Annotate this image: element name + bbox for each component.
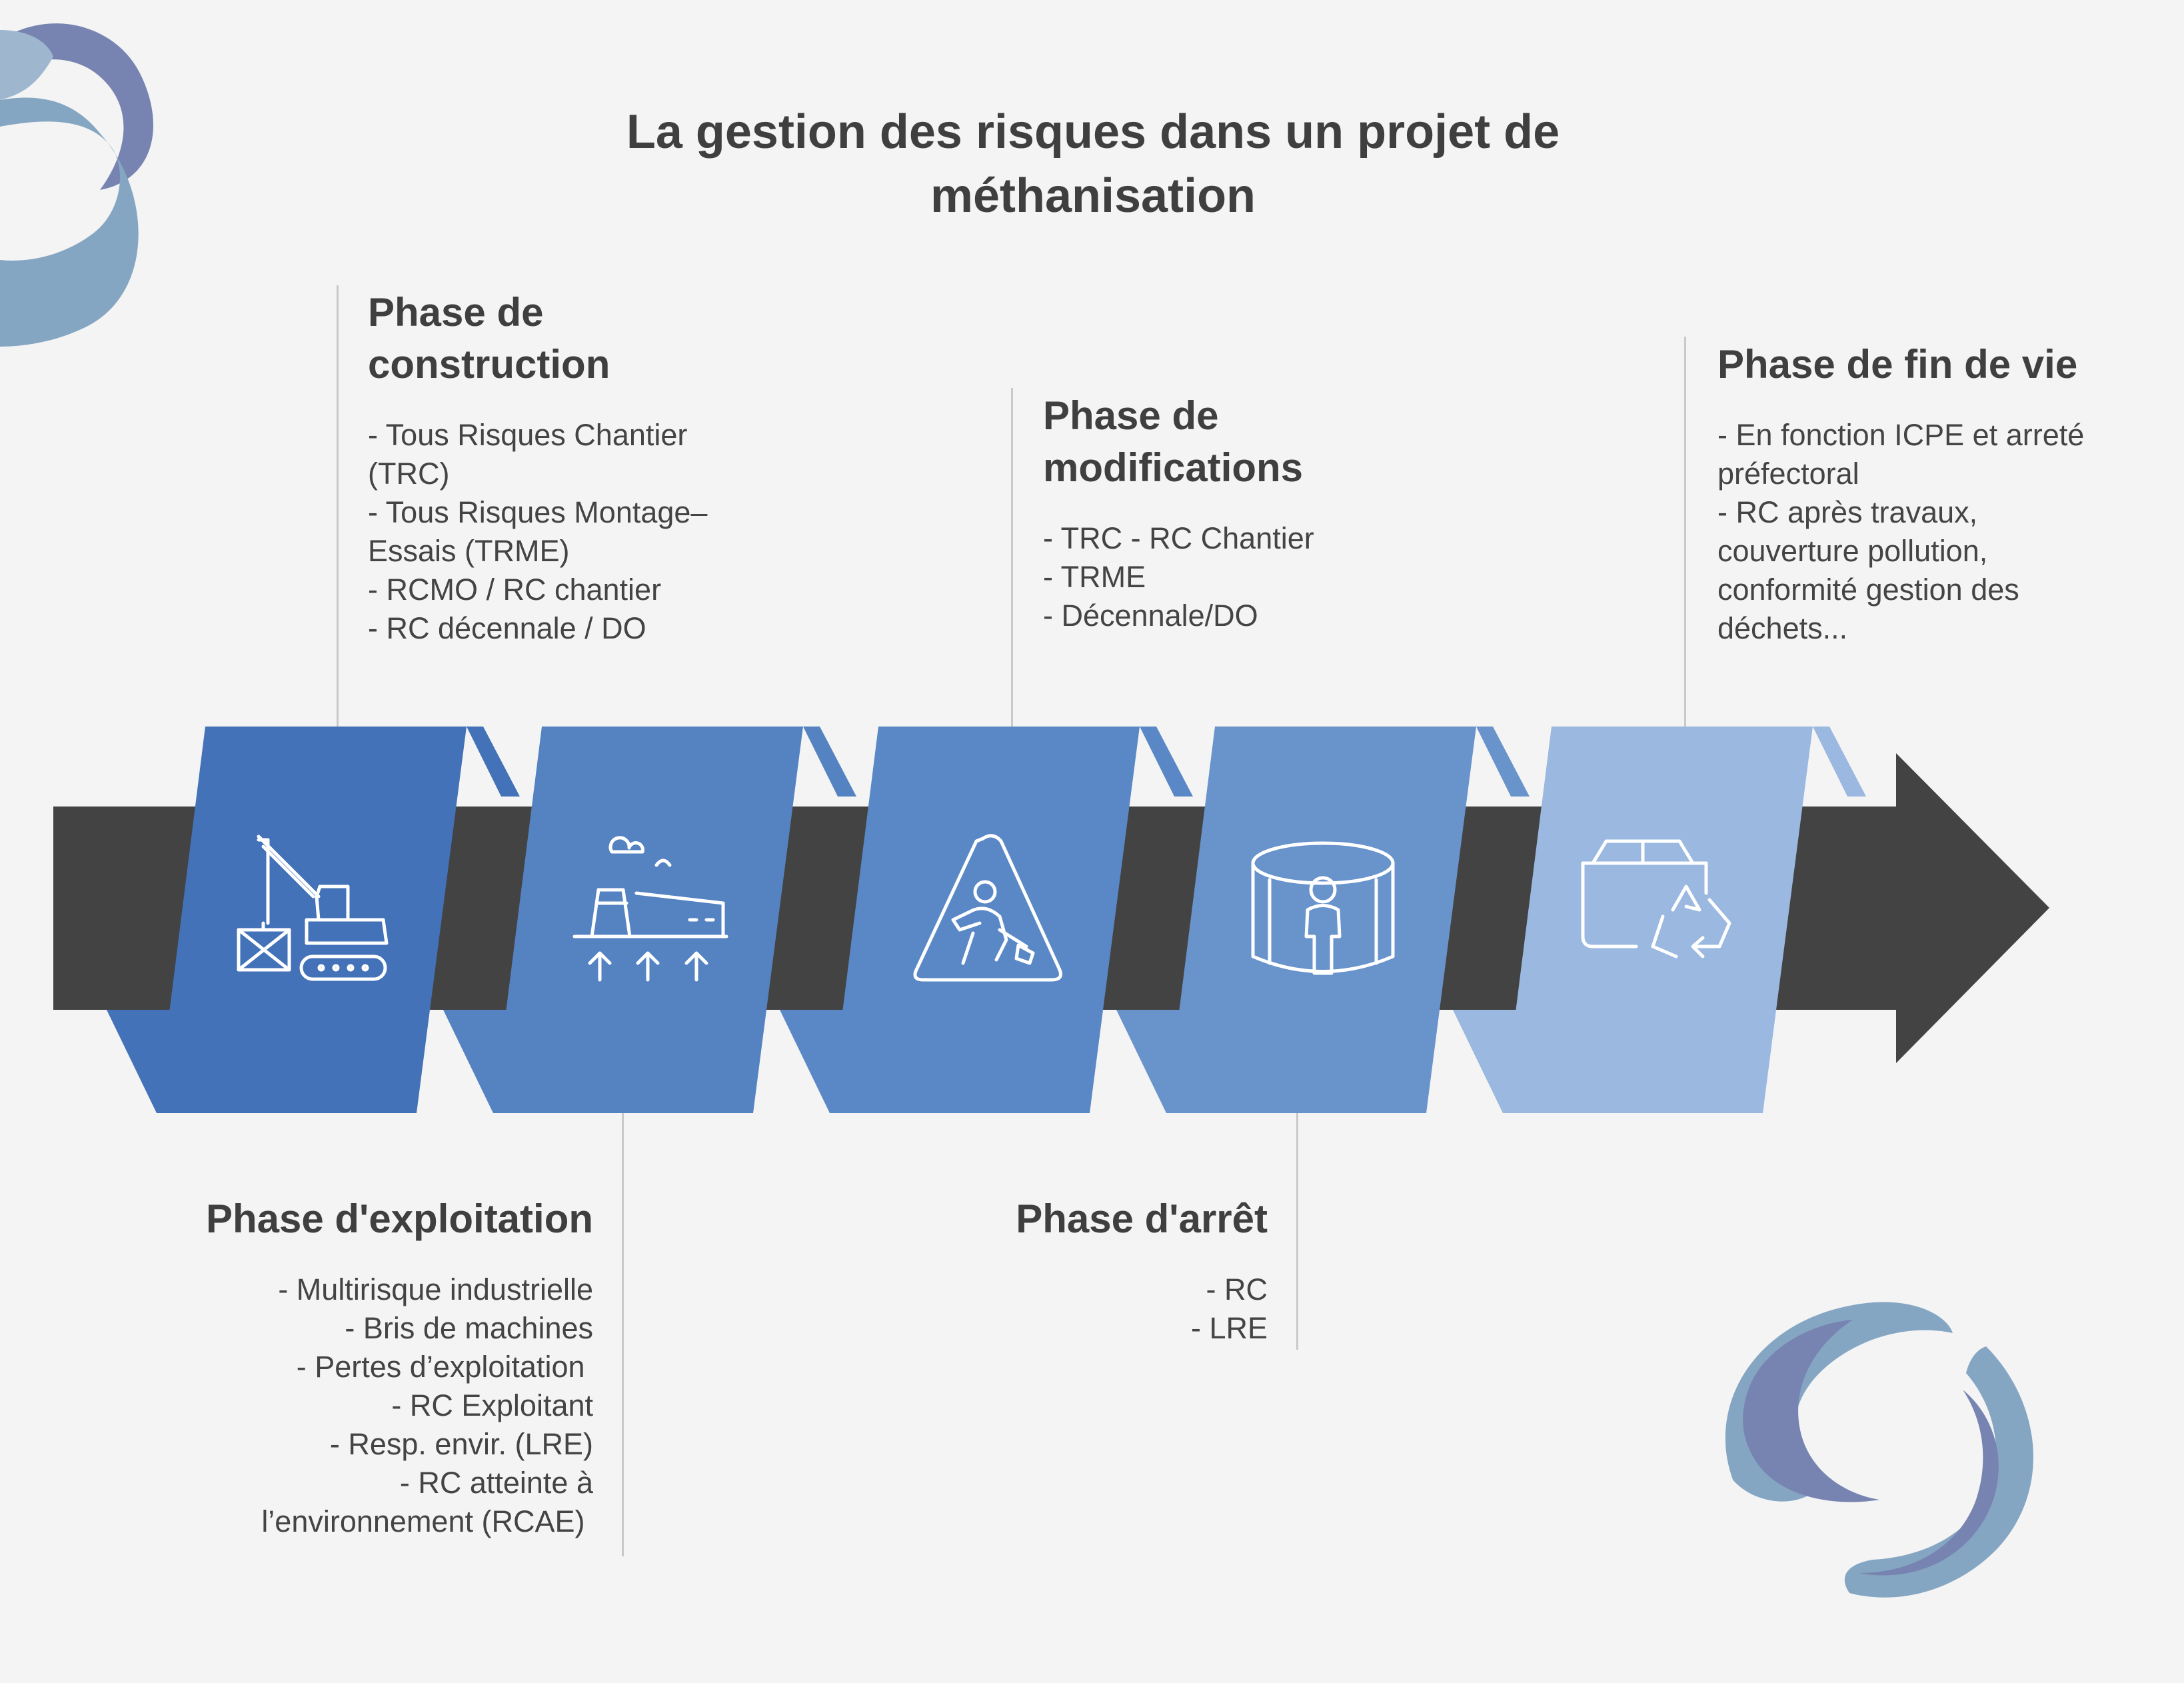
page-title-line-1: La gestion des risques dans un projet de (626, 105, 1560, 159)
list-item: (TRC) (368, 457, 450, 491)
list-item: - Tous Risques Chantier (368, 418, 688, 452)
connector-fin-de-vie (1684, 337, 1686, 727)
phase-exploitation: Phase d'exploitation - Multirisque indus… (153, 1193, 593, 1541)
list-item: - Tous Risques Montage– (368, 495, 708, 529)
list-item: - RCMO / RC chantier (368, 573, 662, 607)
list-item: - RC (1206, 1272, 1268, 1306)
list-item: Essais (TRME) (368, 534, 570, 568)
construction-crane-icon (237, 835, 389, 981)
list-item: - Multirisque industrielle (278, 1272, 593, 1306)
list-item: déchets... (1717, 611, 1848, 645)
logo-bottom-right (1725, 1302, 2033, 1598)
page-title-line-2: méthanisation (930, 169, 1256, 223)
connector-exploitation (622, 1113, 624, 1556)
phase-modifications-title-line-1: Phase de (1043, 393, 1219, 438)
phase-arret-title: Phase d'arrêt (1016, 1196, 1268, 1241)
isolated-person-icon (1251, 841, 1395, 975)
page-title: La gestion des risques dans un projet de… (427, 100, 1759, 228)
list-item: couverture pollution, (1717, 534, 1988, 568)
list-item: - RC décennale / DO (368, 611, 646, 645)
phase-modifications: Phase de modifications - TRC - RC Chanti… (1043, 390, 1456, 635)
factory-icon (572, 836, 728, 982)
phase-exploitation-list: - Multirisque industrielle - Bris de mac… (153, 1270, 593, 1541)
list-item: - TRME (1043, 560, 1146, 594)
list-item: - En fonction ICPE et arreté (1717, 418, 2085, 452)
phase-construction-title-line-1: Phase de (368, 290, 544, 335)
list-item: - Bris de machines (345, 1311, 593, 1345)
phase-modifications-title: Phase de modifications (1043, 390, 1456, 494)
phase-fin-de-vie-title: Phase de fin de vie (1717, 342, 2078, 387)
phase-construction: Phase de construction - Tous Risques Cha… (368, 287, 781, 648)
list-item: - Resp. envir. (LRE) (329, 1427, 593, 1461)
phase-construction-title-line-2: construction (368, 342, 610, 387)
phase-panel-exploitation (443, 727, 856, 1113)
list-item: préfectoral (1717, 457, 1859, 491)
list-item: conformité gestion des (1717, 573, 2019, 607)
connector-construction (337, 285, 339, 727)
logo-top-left (0, 23, 153, 347)
phase-panel-arret (1116, 727, 1530, 1113)
phase-construction-list: - Tous Risques Chantier (TRC) - Tous Ris… (368, 416, 781, 648)
list-item: - RC après travaux, (1717, 495, 1978, 529)
phase-fin-de-vie-list: - En fonction ICPE et arreté préfectoral… (1717, 416, 2157, 648)
phase-panel-modifications (780, 727, 1193, 1113)
list-item: - Pertes d’exploitation (296, 1350, 593, 1384)
phase-arret: Phase d'arrêt - RC - LRE (933, 1193, 1268, 1348)
list-item: - Décennale/DO (1043, 599, 1258, 633)
phase-fin-de-vie: Phase de fin de vie - En fonction ICPE e… (1717, 339, 2157, 648)
phase-modifications-list: - TRC - RC Chantier - TRME - Décennale/D… (1043, 519, 1456, 635)
phase-construction-title: Phase de construction (368, 287, 781, 391)
list-item: - RC atteinte à (399, 1466, 593, 1500)
list-item: - RC Exploitant (391, 1388, 593, 1422)
phase-exploitation-title: Phase d'exploitation (205, 1196, 593, 1241)
warning-worker-icon (913, 834, 1062, 982)
phase-arret-list: - RC - LRE (933, 1270, 1268, 1348)
phase-panel-fin-de-vie (1453, 727, 1866, 1113)
list-item: - TRC - RC Chantier (1043, 521, 1314, 555)
phase-modifications-title-line-2: modifications (1043, 445, 1304, 490)
connector-modifications (1011, 388, 1013, 727)
list-item: - LRE (1190, 1311, 1268, 1345)
connector-arret (1296, 1113, 1298, 1350)
list-item: l’environnement (RCAE) (261, 1504, 593, 1538)
box-recycle-icon (1581, 839, 1731, 958)
